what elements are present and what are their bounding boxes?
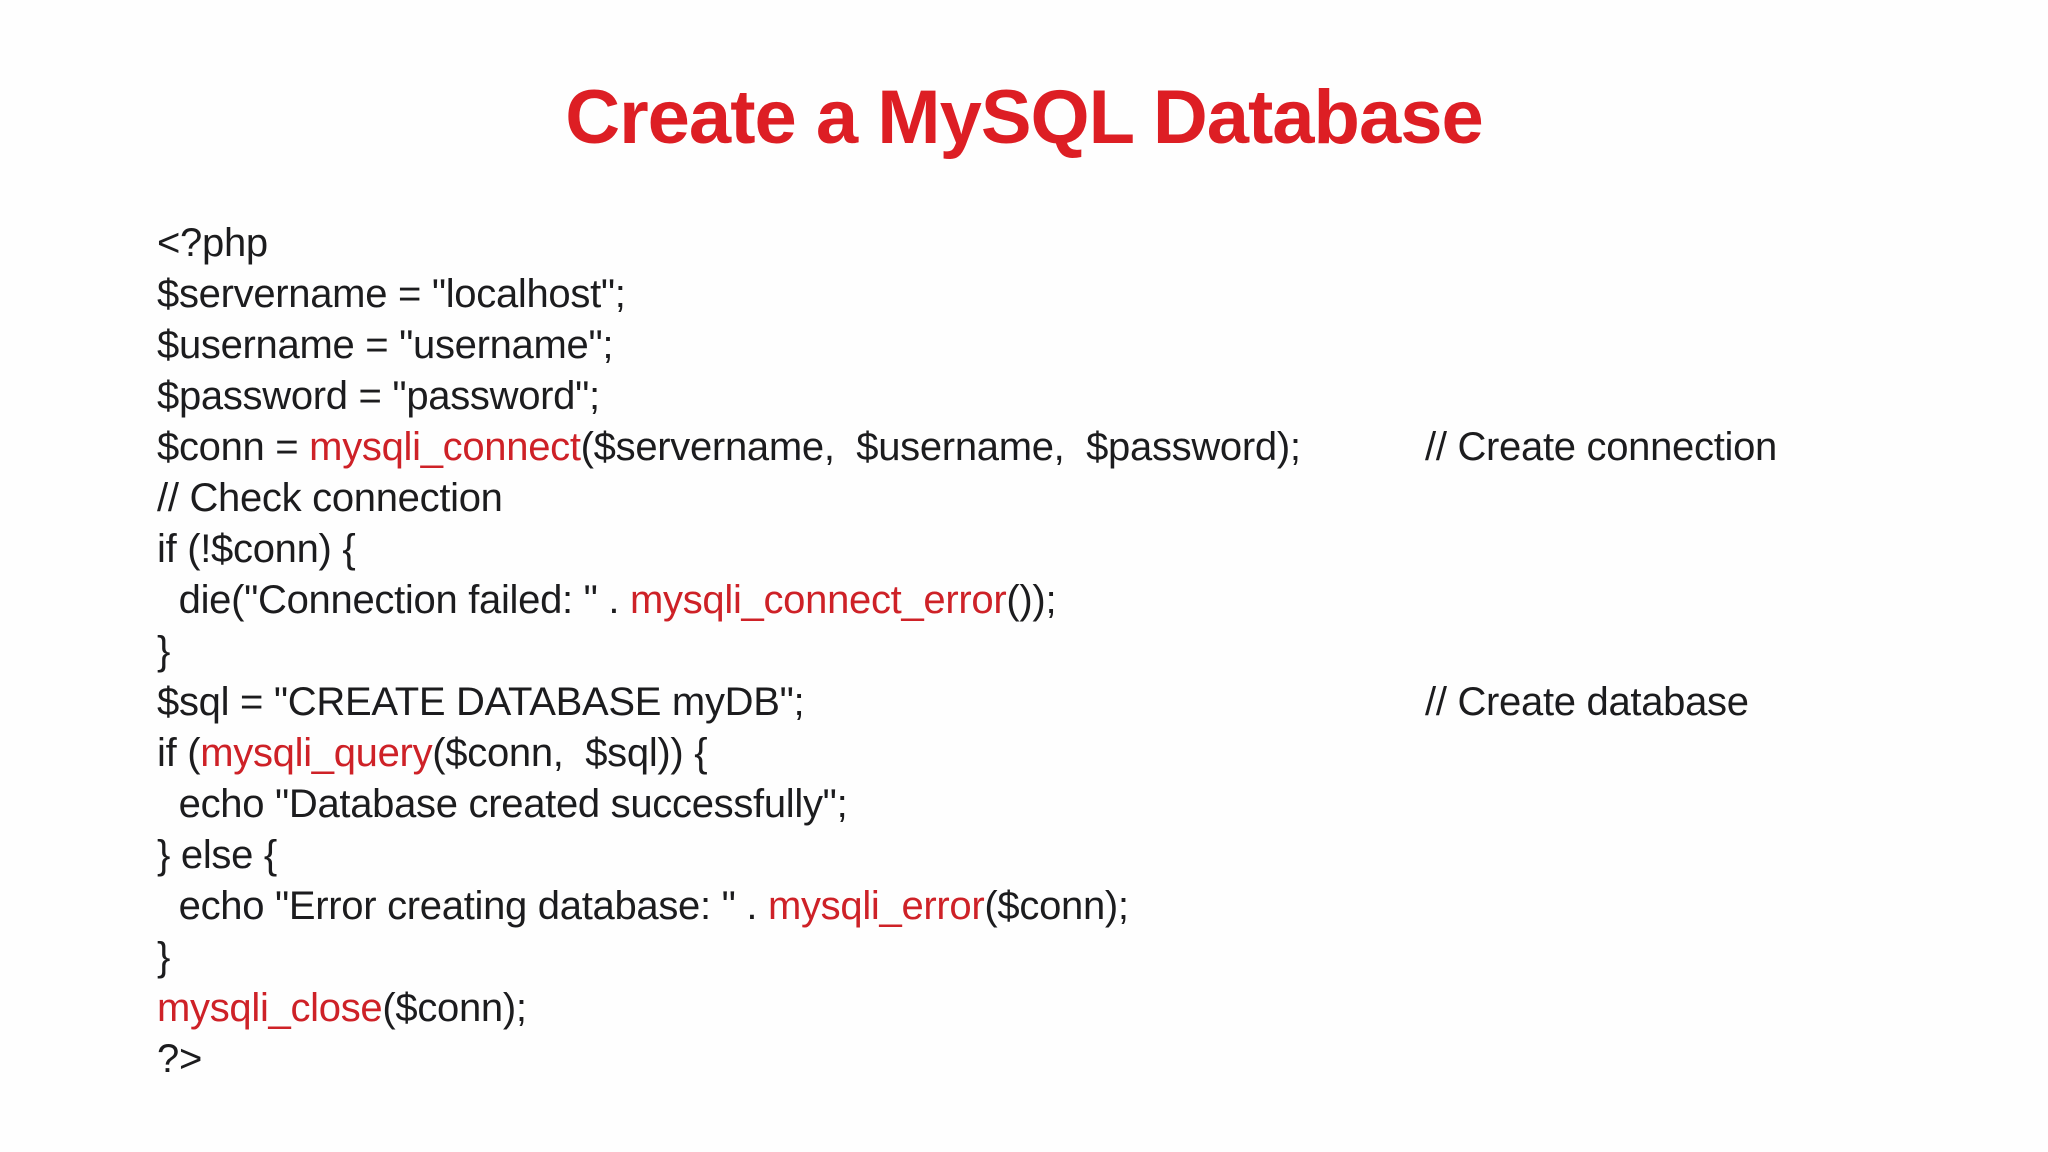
code-segment: ($conn, $sql)) { — [432, 731, 708, 775]
code-segment: ()); — [1006, 578, 1057, 622]
code-line: <?php — [157, 218, 2008, 269]
code-segment: if (!$conn) { — [157, 527, 356, 571]
code-line: if (!$conn) { — [157, 524, 2008, 575]
code-segment: ($servername, $username, $password); — [580, 425, 1301, 469]
code-segment: } — [157, 935, 171, 979]
code-line: } else { — [157, 830, 2008, 881]
code-line: die("Connection failed: " . mysqli_conne… — [157, 575, 2008, 626]
code-line: $password = "password"; — [157, 371, 2008, 422]
code-segment: $sql = "CREATE DATABASE myDB"; — [157, 680, 805, 724]
code-segment: die("Connection failed: " . — [157, 578, 630, 622]
code-line: $username = "username"; — [157, 320, 2008, 371]
code-block: <?php $servername = "localhost"; $username… — [157, 218, 2008, 1085]
code-segment: $conn = — [157, 425, 310, 469]
code-line: // Check connection — [157, 473, 2008, 524]
code-segment: } else { — [157, 833, 277, 877]
code-line: echo "Error creating database: " . mysql… — [157, 881, 2008, 932]
code-line: if (mysqli_query($conn, $sql)) { — [157, 728, 2008, 779]
code-segment-function-name: mysqli_connect — [309, 425, 581, 469]
code-line: $servername = "localhost"; — [157, 269, 2008, 320]
code-line: } — [157, 626, 2008, 677]
code-line: echo "Database created successfully"; — [157, 779, 2008, 830]
inline-comment: // Create connection — [1425, 425, 1777, 469]
inline-comment: // Create database — [1425, 680, 1749, 724]
code-line: } — [157, 932, 2008, 983]
code-line: $conn = mysqli_connect($servername, $use… — [157, 422, 2008, 473]
code-segment: $password = "password"; — [157, 374, 600, 418]
code-segment: echo "Error creating database: " . — [157, 884, 768, 928]
code-segment: } — [157, 629, 171, 673]
code-line: $sql = "CREATE DATABASE myDB"; // Create … — [157, 677, 2008, 728]
code-segment: // Check connection — [157, 476, 503, 520]
code-line: mysqli_close($conn); — [157, 983, 2008, 1034]
code-segment: ($conn); — [984, 884, 1129, 928]
code-segment: if ( — [157, 731, 201, 775]
slide-title: Create a MySQL Database — [565, 75, 1484, 160]
code-segment-function-name: mysqli_connect_error — [630, 578, 1007, 622]
code-segment: $username = "username"; — [157, 323, 614, 367]
code-line: ?> — [157, 1034, 2008, 1085]
code-segment: ($conn); — [382, 986, 527, 1030]
code-segment: echo "Database created successfully"; — [157, 782, 848, 826]
code-segment-function-name: mysqli_query — [200, 731, 433, 775]
code-segment: $servername = "localhost"; — [157, 272, 626, 316]
code-segment: <?php — [157, 221, 268, 265]
code-segment: ?> — [157, 1037, 203, 1081]
code-segment-function-name: mysqli_error — [767, 884, 985, 928]
code-segment-function-name: mysqli_close — [157, 986, 383, 1030]
